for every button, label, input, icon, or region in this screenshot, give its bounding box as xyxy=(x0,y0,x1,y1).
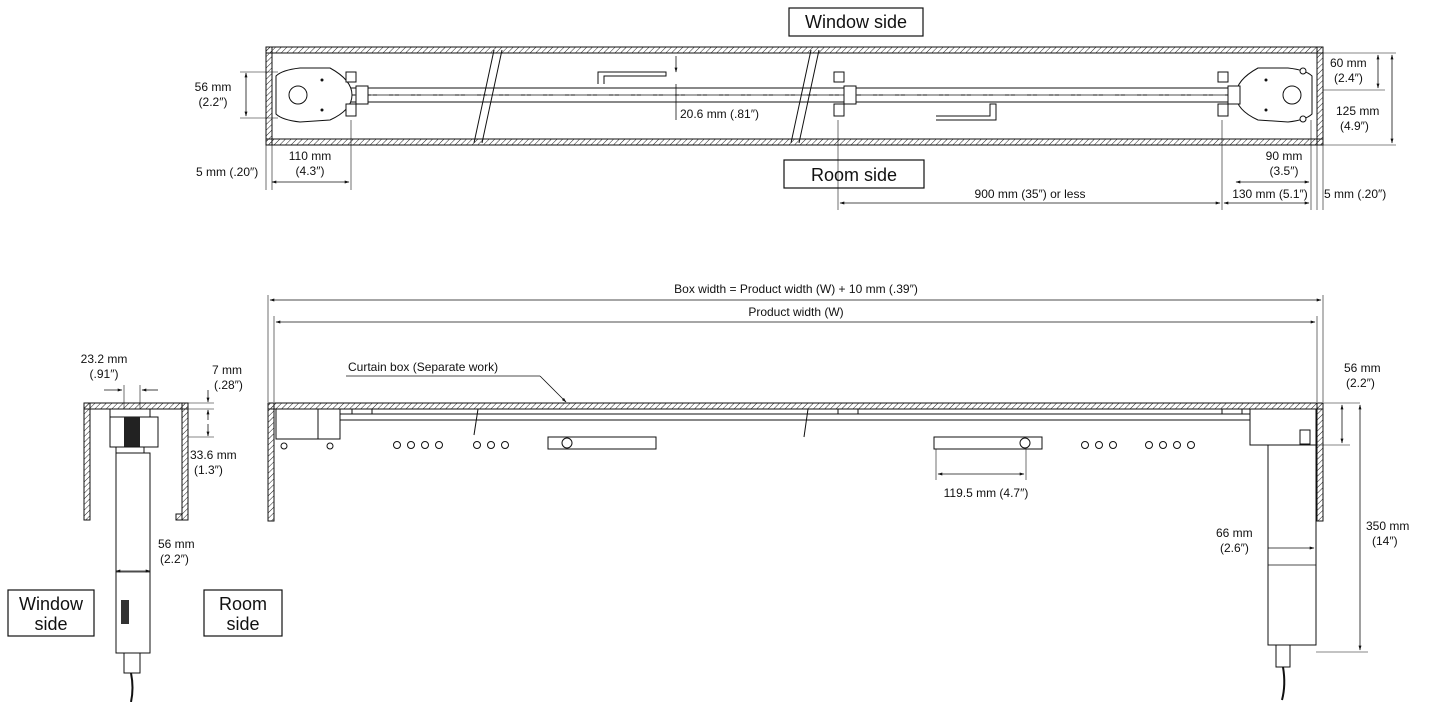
top-brackets xyxy=(345,71,1241,117)
dim-56-front-right: 56 mm (2.2″) xyxy=(1316,361,1381,446)
svg-text:20.6 mm (.81″): 20.6 mm (.81″) xyxy=(680,107,759,121)
dim-33-6: 33.6 mm (1.3″) xyxy=(188,424,237,477)
svg-text:7 mm: 7 mm xyxy=(212,363,242,377)
svg-text:900 mm (35″) or less: 900 mm (35″) or less xyxy=(975,187,1086,201)
top-master-arms xyxy=(597,71,997,121)
window-side-label: Window side xyxy=(805,12,907,32)
dim-right-top: 60 mm (2.4″) 125 mm (4.9″) xyxy=(1323,52,1396,146)
side-view: 23.2 mm (.91″) 7 mm (.28″) 33.6 mm (1.3″… xyxy=(7,352,283,702)
svg-text:125 mm: 125 mm xyxy=(1336,104,1379,118)
svg-text:(.91″): (.91″) xyxy=(90,367,119,381)
svg-text:23.2 mm: 23.2 mm xyxy=(81,352,128,366)
dim-350: 350 mm (14″) xyxy=(1316,404,1409,653)
svg-text:5 mm (.20″): 5 mm (.20″) xyxy=(196,165,258,179)
svg-text:66 mm: 66 mm xyxy=(1216,526,1253,540)
svg-text:side: side xyxy=(226,614,259,634)
svg-text:90 mm: 90 mm xyxy=(1266,149,1303,163)
svg-text:(2.2″): (2.2″) xyxy=(1346,376,1375,390)
svg-text:(2.4″): (2.4″) xyxy=(1334,71,1363,85)
window-side-box: Window side xyxy=(788,7,924,37)
dim-56-top-left: 56 mm (2.2″) xyxy=(195,71,278,119)
room-side-box: Room side xyxy=(783,159,925,189)
svg-text:(2.2″): (2.2″) xyxy=(199,95,228,109)
front-curtain-box xyxy=(267,402,1324,522)
product-width-label: Product width (W) xyxy=(748,305,843,319)
curtain-box-leader: Curtain box (Separate work) xyxy=(346,360,567,403)
front-runners xyxy=(393,441,1195,449)
svg-text:119.5 mm (4.7″): 119.5 mm (4.7″) xyxy=(944,486,1029,500)
svg-text:(14″): (14″) xyxy=(1372,534,1398,548)
front-master-carriers xyxy=(547,436,1043,450)
svg-text:(2.6″): (2.6″) xyxy=(1220,541,1249,555)
dim-product-width: Product width (W) xyxy=(273,305,1318,402)
svg-text:(1.3″): (1.3″) xyxy=(194,463,223,477)
box-width-label: Box width = Product width (W) + 10 mm (.… xyxy=(674,282,918,296)
front-rail xyxy=(275,408,1250,450)
svg-text:Window: Window xyxy=(19,594,84,614)
side-room-side-box: Room side xyxy=(203,589,283,637)
top-view: Window side xyxy=(195,7,1396,210)
dim-119-5: 119.5 mm (4.7″) xyxy=(935,449,1029,500)
svg-text:110 mm: 110 mm xyxy=(289,149,331,163)
svg-text:Room: Room xyxy=(219,594,267,614)
svg-text:60 mm: 60 mm xyxy=(1330,56,1367,70)
svg-text:350 mm: 350 mm xyxy=(1366,519,1409,533)
svg-text:56 mm: 56 mm xyxy=(195,80,232,94)
dim-left-bottom: 110 mm (4.3″) 5 mm (.20″) xyxy=(196,120,352,190)
top-left-end-unit xyxy=(275,67,353,123)
svg-text:(4.9″): (4.9″) xyxy=(1340,119,1369,133)
dim-right-bottom: 90 mm (3.5″) 900 mm (35″) or less 130 mm… xyxy=(837,120,1386,210)
side-window-side-box: Window side xyxy=(7,589,95,637)
svg-text:33.6 mm: 33.6 mm xyxy=(190,448,237,462)
svg-text:(.28″): (.28″) xyxy=(214,378,243,392)
dim-56-side: 56 mm (2.2″) xyxy=(115,537,195,573)
svg-text:(4.3″): (4.3″) xyxy=(296,164,325,178)
side-box xyxy=(83,402,189,521)
dim-23-2: 23.2 mm (.91″) xyxy=(81,352,158,409)
svg-text:5 mm (.20″): 5 mm (.20″) xyxy=(1324,187,1386,201)
dim-box-width: Box width = Product width (W) + 10 mm (.… xyxy=(267,282,1324,402)
svg-text:side: side xyxy=(34,614,67,634)
dim-20-6: 20.6 mm (.81″) xyxy=(674,56,759,121)
svg-text:(2.2″): (2.2″) xyxy=(160,552,189,566)
svg-text:56 mm: 56 mm xyxy=(158,537,195,551)
side-bracket-rail xyxy=(109,408,159,454)
svg-text:130 mm (5.1″): 130 mm (5.1″) xyxy=(1232,187,1308,201)
top-rail xyxy=(345,87,1240,103)
front-view: Box width = Product width (W) + 10 mm (.… xyxy=(267,282,1409,701)
svg-text:(3.5″): (3.5″) xyxy=(1270,164,1299,178)
dim-7: 7 mm (.28″) xyxy=(188,363,243,420)
svg-text:56 mm: 56 mm xyxy=(1344,361,1381,375)
top-right-end-unit xyxy=(1235,67,1313,123)
curtain-box-label: Curtain box (Separate work) xyxy=(348,360,498,374)
top-break-lines xyxy=(473,49,820,144)
side-motor xyxy=(115,452,151,702)
room-side-label: Room side xyxy=(811,165,897,185)
front-right-motor xyxy=(1249,408,1317,701)
dim-66: 66 mm (2.6″) xyxy=(1216,526,1315,555)
top-box-walls xyxy=(265,46,1324,146)
